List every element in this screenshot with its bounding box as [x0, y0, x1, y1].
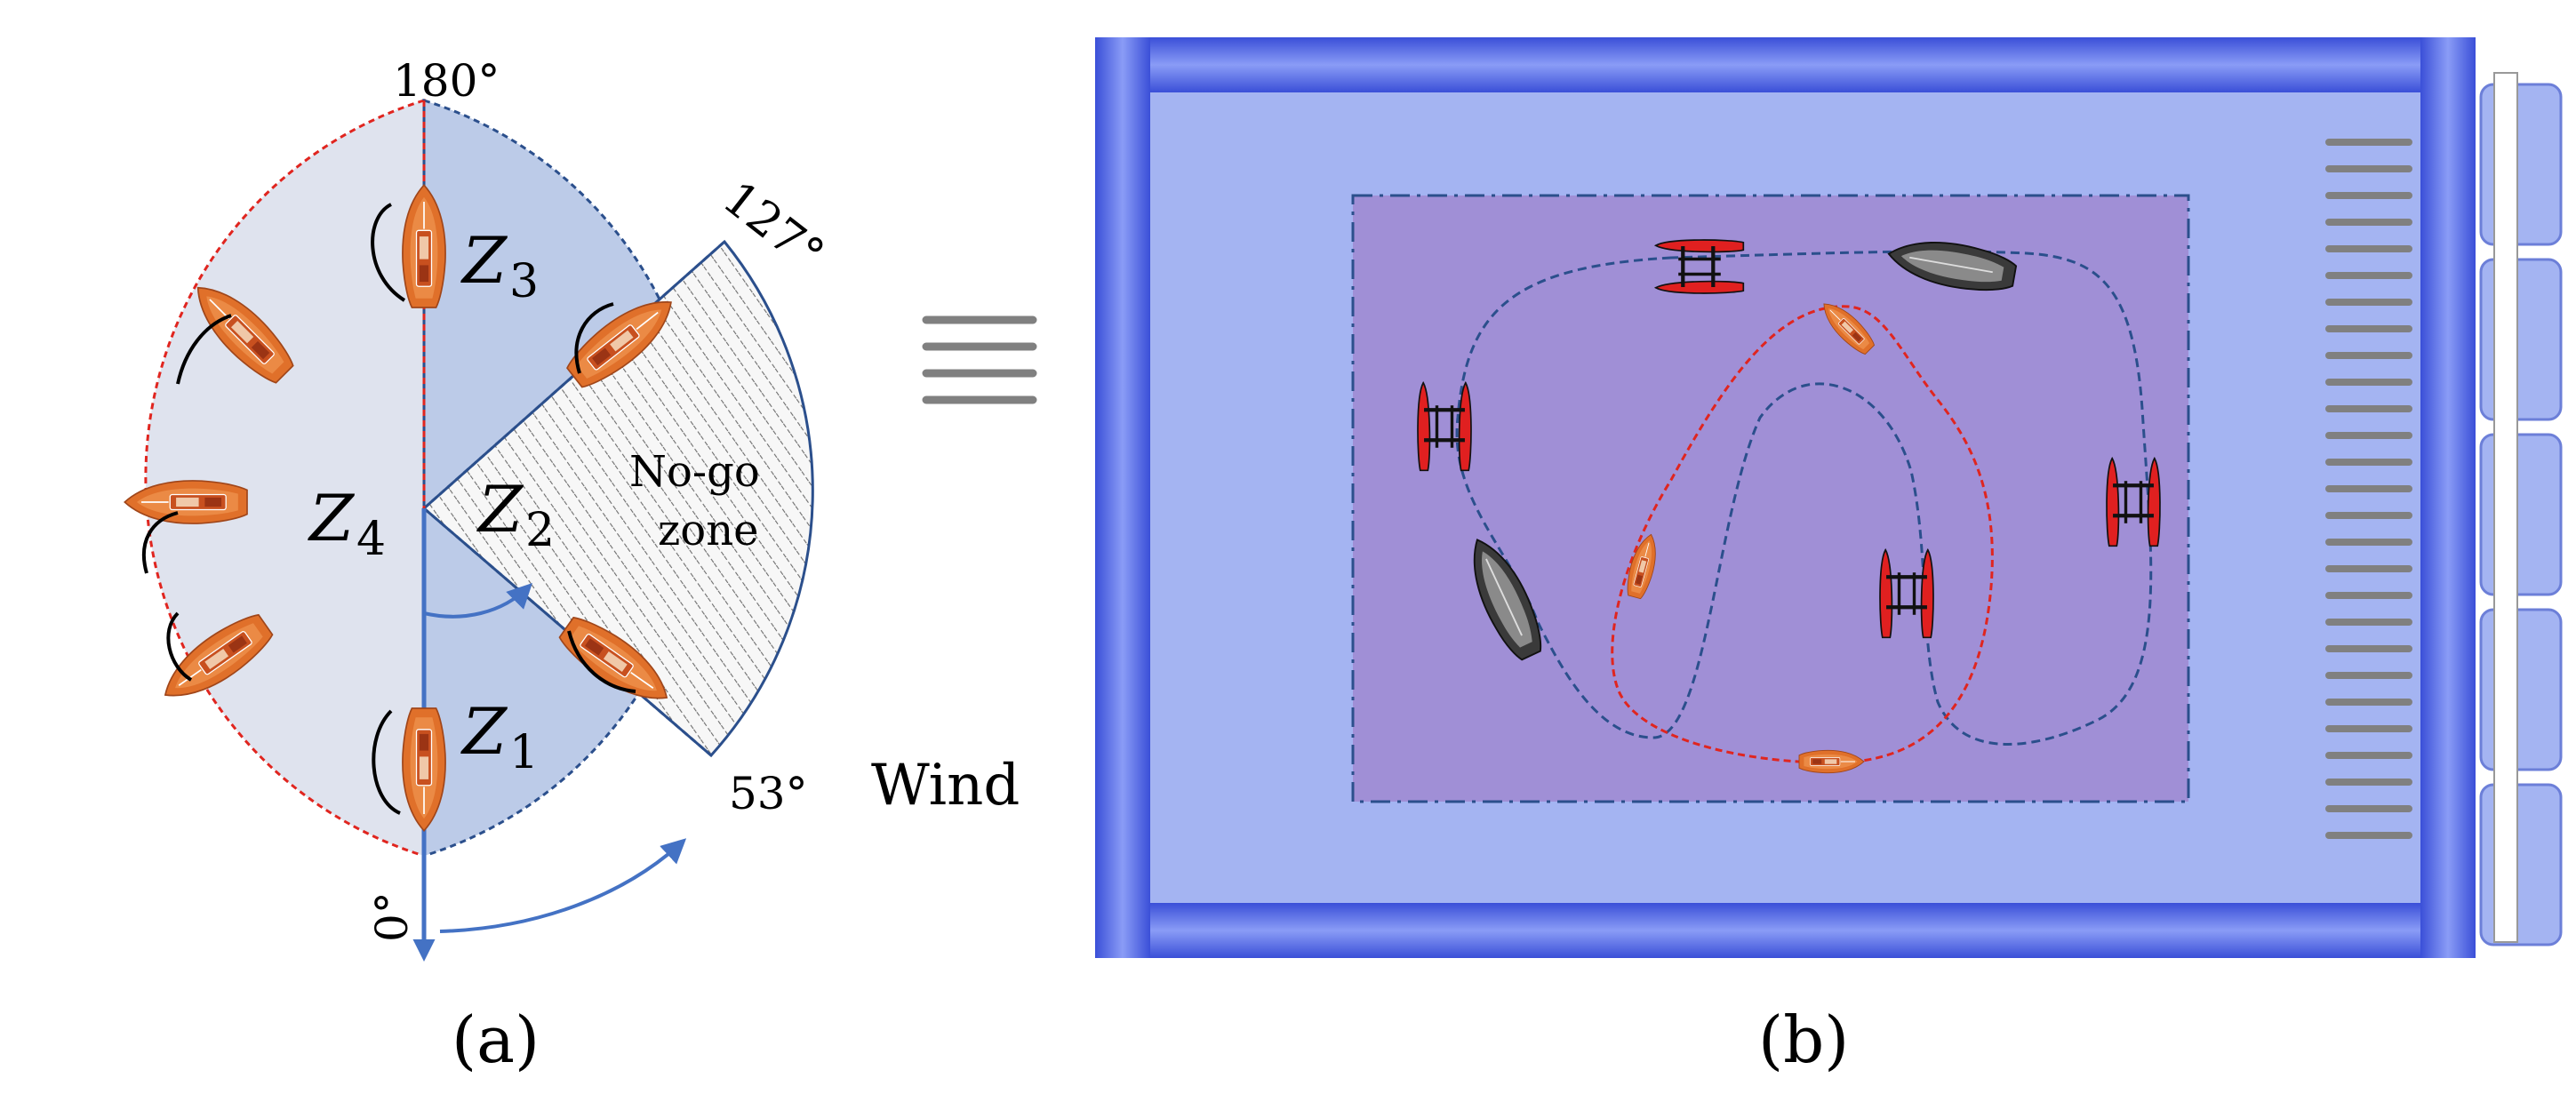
boat-left-middle [124, 480, 248, 574]
zone-z1-label: Z1 [460, 694, 539, 779]
angle-arc-large [439, 838, 687, 933]
panel-b: (b) [1095, 37, 2563, 1077]
zone-z2-label: Z2 [476, 472, 555, 557]
wind-label: Wind [871, 753, 1020, 819]
fan-rail [2493, 72, 2518, 943]
pool-frame-right [2420, 37, 2476, 958]
boat-z1 [372, 707, 446, 832]
boat-left-lower [152, 606, 279, 714]
zone-z3-label: Z3 [460, 223, 539, 308]
no-go-label-line1: No-go [629, 447, 760, 497]
boat-z3 [371, 184, 446, 308]
svg-text:Z4: Z4 [308, 481, 386, 566]
angle-arc-small [423, 583, 532, 619]
work-area [1351, 194, 2190, 803]
panel-a-label: (a) [452, 1002, 540, 1077]
zone-z4-label: Z4 [308, 481, 386, 566]
pool-frame-bottom [1095, 903, 2476, 958]
angle-0-label: 0° [366, 891, 418, 942]
panel-a: 180° 127° 53° 0° Z3 Z4 Z2 Z1 No-go zone … [124, 55, 1037, 1077]
pool-frame-left [1095, 37, 1150, 958]
svg-text:Z1: Z1 [460, 694, 539, 779]
svg-text:Z3: Z3 [460, 223, 539, 308]
wind-icon [922, 315, 1037, 404]
svg-text:Z2: Z2 [476, 472, 555, 557]
trajectory-blue [1455, 250, 2153, 746]
panel-b-label: (b) [1758, 1002, 1849, 1077]
wind-generator-icon [2325, 139, 2412, 839]
angle-180-label: 180° [393, 55, 500, 107]
no-go-zone-wedge [421, 239, 814, 758]
boat-z2-upper [560, 284, 685, 395]
boundary-127-line [423, 240, 725, 510]
fan-array [2479, 83, 2563, 946]
pool-frame-top [1095, 37, 2476, 92]
angle-53-label: 53° [729, 768, 808, 819]
no-go-label-line2: zone [658, 506, 759, 555]
boat-z2-lower [553, 609, 680, 716]
boat-left-upper [176, 271, 300, 390]
